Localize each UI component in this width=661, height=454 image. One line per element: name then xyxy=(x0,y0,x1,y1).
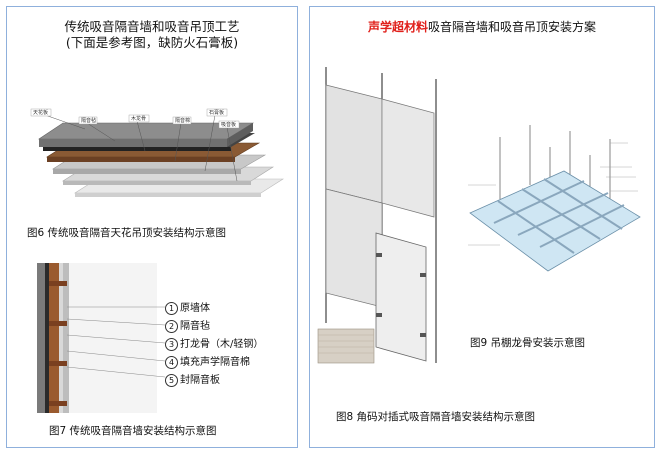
left-panel: 传统吸音隔音墙和吸音吊顶工艺 (下面是参考图，缺防火石膏板) xyxy=(6,6,298,448)
fig8-caption: 图8 角码对插式吸音隔音墙安装结构示意图 xyxy=(336,411,536,423)
legend-number-1: 1 xyxy=(165,302,178,315)
fig6-caption: 图6 传统吸音隔音天花吊顶安装结构示意图 xyxy=(27,227,227,239)
legend-number-3: 3 xyxy=(165,338,178,351)
wall-legend-label-2: 隔音毡 xyxy=(180,321,210,332)
ceiling-label-wool: 隔音棉 xyxy=(175,117,190,124)
right-title: 声学超材料吸音隔音墙和吸音吊顶安装方案 xyxy=(310,19,654,35)
legend-number-4: 4 xyxy=(165,356,178,369)
ceiling-label-felt: 隔音毡 xyxy=(81,117,96,124)
left-title-line1: 传统吸音隔音墙和吸音吊顶工艺 xyxy=(64,19,240,34)
ceiling-label-keel: 木龙骨 xyxy=(131,115,146,122)
ceiling-label-gypsum: 石膏板 xyxy=(209,109,224,116)
right-title-highlight: 声学超材料 xyxy=(367,20,428,34)
legend-number-2: 2 xyxy=(165,320,178,333)
wall-section-illustration xyxy=(37,263,166,413)
wall-legend-label-1: 原墙体 xyxy=(180,303,210,314)
ceiling-label-absorb: 吸音板 xyxy=(221,121,236,128)
wall-panel-illustration xyxy=(317,67,437,364)
right-panel: 声学超材料吸音隔音墙和吸音吊顶安装方案 xyxy=(309,6,655,448)
fig7-caption: 图7 传统吸音隔音墙安装结构示意图 xyxy=(49,425,217,437)
ceiling-keel-illustration xyxy=(468,125,641,272)
left-title-line2: (下面是参考图，缺防火石膏板) xyxy=(65,35,239,50)
ceiling-label-ceiling: 天花板 xyxy=(33,109,48,116)
ceiling-layers-illustration: 天花板 隔音毡 木龙骨 隔音棉 石膏板 吸音板 xyxy=(30,108,285,197)
legend-number-5: 5 xyxy=(165,374,178,387)
right-title-rest: 吸音隔音墙和吸音吊顶安装方案 xyxy=(428,20,597,34)
fig9-caption: 图9 吊棚龙骨安装示意图 xyxy=(470,337,586,349)
wall-legend-label-5: 封隔音板 xyxy=(180,375,220,386)
wall-legend-label-4: 填充声学隔音棉 xyxy=(180,357,250,368)
wall-legend-label-3: 打龙骨（木/轻钢） xyxy=(180,339,264,350)
